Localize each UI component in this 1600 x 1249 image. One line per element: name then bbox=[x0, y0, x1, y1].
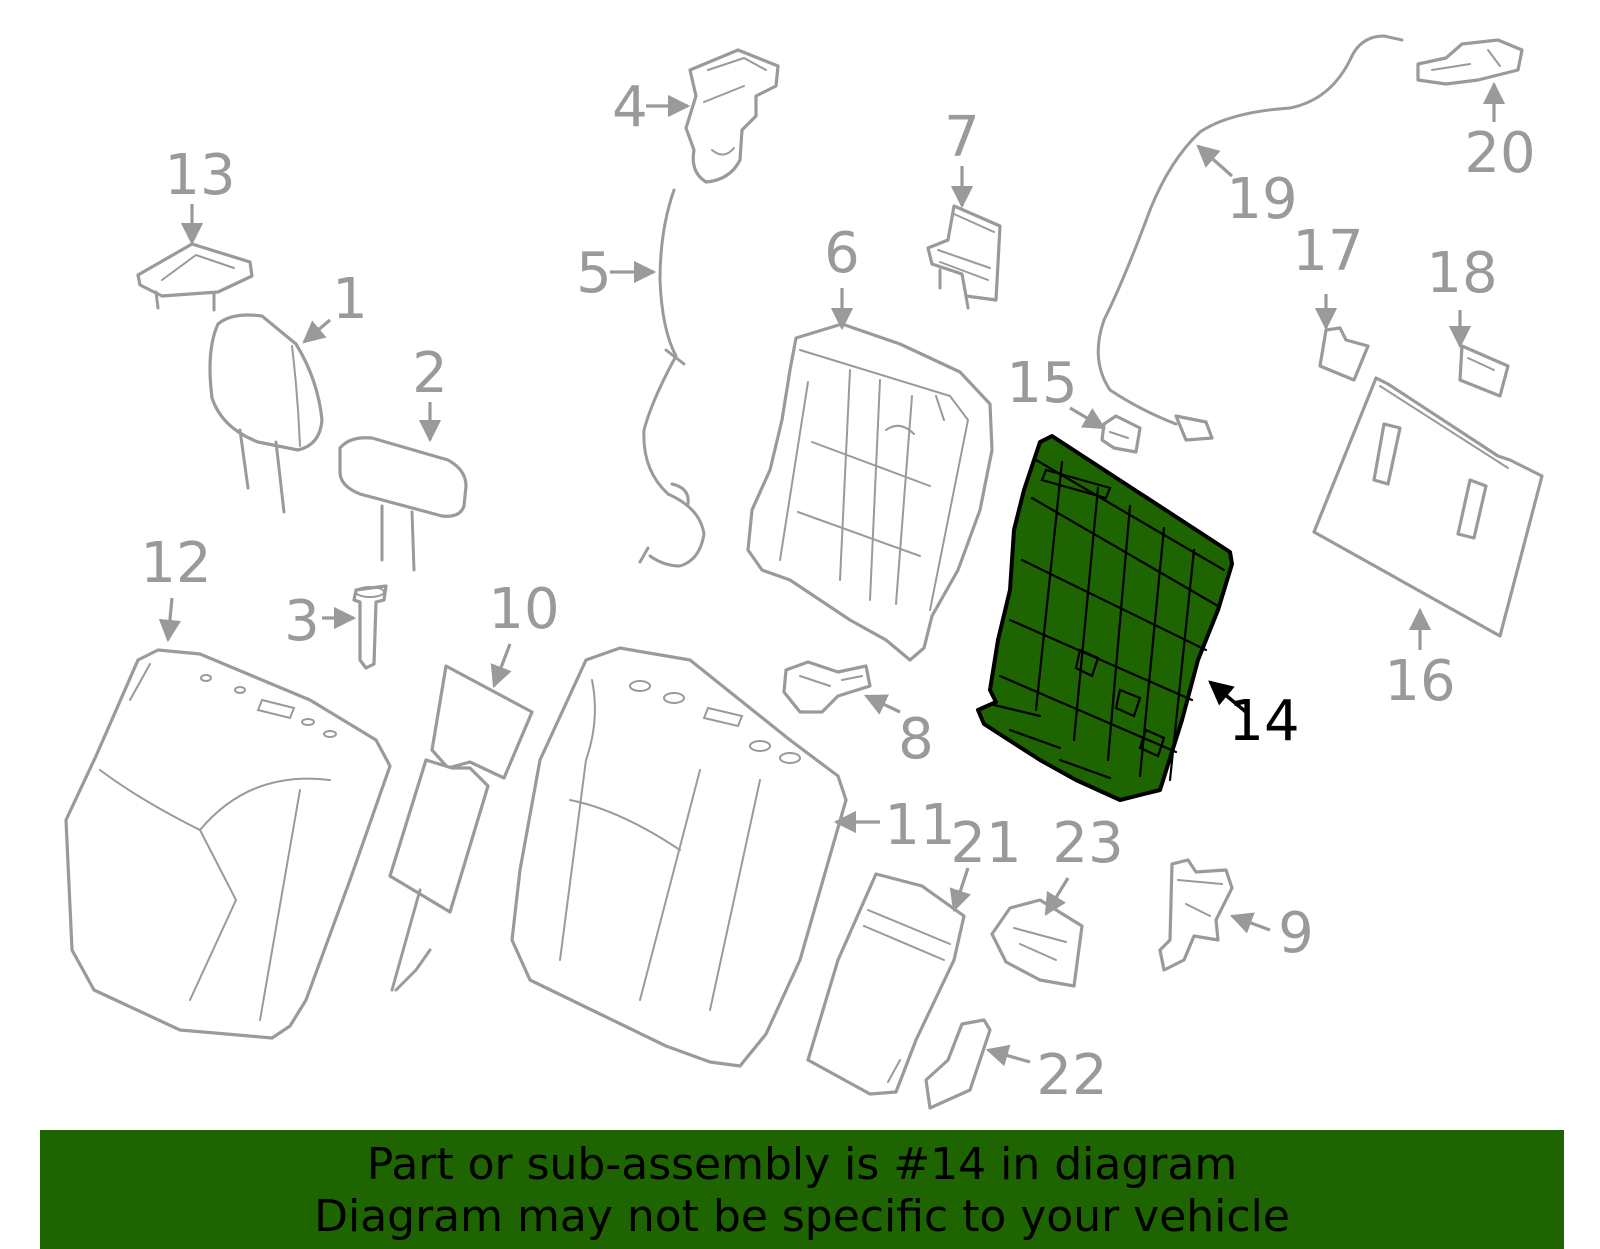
part-1-headrest bbox=[208, 313, 324, 514]
callout-4: 4 bbox=[612, 75, 648, 140]
part-16-back-panel bbox=[1312, 376, 1544, 638]
callout-18: 18 bbox=[1426, 241, 1497, 306]
callout-13: 13 bbox=[164, 143, 235, 208]
callout-11: 11 bbox=[884, 793, 955, 858]
part-17-pad bbox=[1318, 326, 1370, 382]
callout-21: 21 bbox=[950, 811, 1021, 876]
callout-3: 3 bbox=[284, 589, 320, 654]
part-14-seatback-panel bbox=[976, 434, 1234, 802]
part-18-pad bbox=[1458, 344, 1510, 398]
callout-20: 20 bbox=[1464, 121, 1535, 186]
part-12-seatback-cushion bbox=[64, 648, 392, 1040]
part-19-cable bbox=[1096, 34, 1404, 442]
part-21-pad bbox=[806, 872, 966, 1096]
callout-17: 17 bbox=[1292, 219, 1363, 284]
banner-line-part: Part or sub-assembly is #14 in diagram bbox=[366, 1139, 1238, 1190]
callout-12: 12 bbox=[140, 531, 211, 596]
part-11-seatback-cushion bbox=[510, 646, 848, 1068]
callout-6: 6 bbox=[824, 221, 860, 286]
callout-8: 8 bbox=[898, 707, 934, 772]
callout-19: 19 bbox=[1226, 167, 1297, 232]
part-23-bracket bbox=[990, 898, 1084, 988]
part-4-release-handle bbox=[684, 48, 780, 184]
part-5-cable bbox=[638, 188, 706, 568]
callout-14: 14 bbox=[1228, 689, 1299, 754]
callout-10: 10 bbox=[488, 577, 559, 642]
part-6-seatback-frame bbox=[746, 322, 994, 662]
part-8-bracket bbox=[782, 660, 872, 714]
callout-5: 5 bbox=[576, 241, 612, 306]
leader-lines bbox=[158, 81, 1506, 1067]
part-20-latch bbox=[1416, 38, 1524, 86]
part-9-bracket bbox=[1158, 858, 1234, 972]
callout-15: 15 bbox=[1006, 351, 1077, 416]
info-banner: Part or sub-assembly is #14 in diagram D… bbox=[40, 1130, 1564, 1249]
part-10-pad bbox=[388, 664, 534, 992]
callout-2: 2 bbox=[412, 341, 448, 406]
callout-16: 16 bbox=[1384, 649, 1455, 714]
part-13-guide-cap bbox=[136, 242, 254, 312]
callout-7: 7 bbox=[944, 105, 980, 170]
callout-1: 1 bbox=[332, 267, 368, 332]
part-22-trim bbox=[924, 1018, 992, 1110]
callout-23: 23 bbox=[1052, 811, 1123, 876]
part-15-clip bbox=[1100, 414, 1142, 454]
part-2-headrest bbox=[338, 436, 468, 572]
part-3-guide bbox=[352, 584, 388, 670]
callout-22: 22 bbox=[1036, 1043, 1107, 1108]
banner-line-disclaimer: Diagram may not be specific to your vehi… bbox=[314, 1191, 1290, 1242]
part-7-hinge bbox=[926, 204, 1002, 310]
callout-9: 9 bbox=[1278, 901, 1314, 966]
